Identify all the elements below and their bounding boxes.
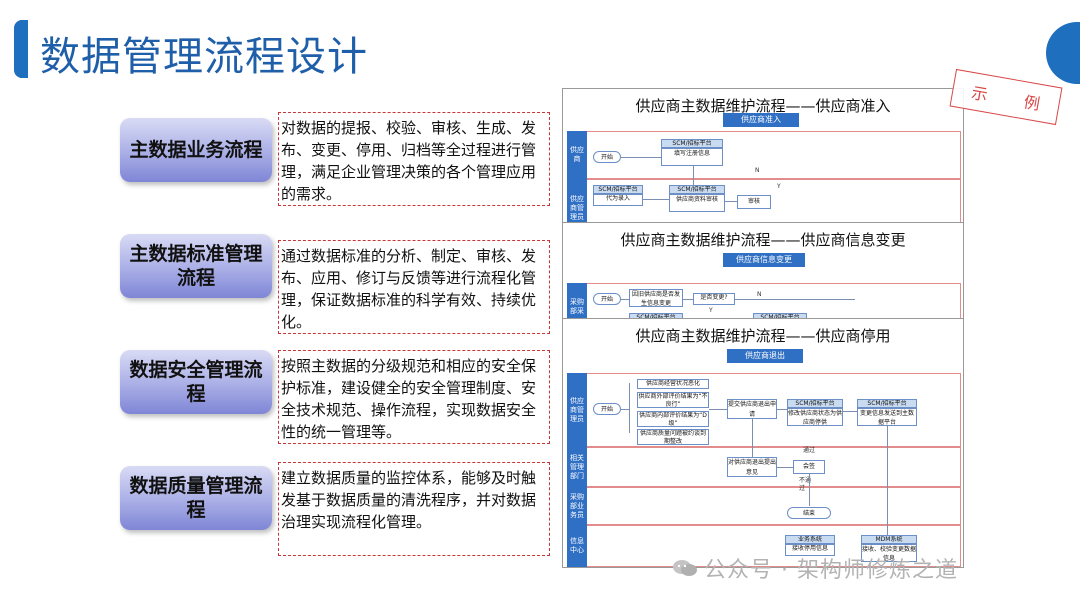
connector: [843, 411, 857, 412]
process-label-standard: 主数据标准管理流程: [120, 234, 272, 298]
reason-node: 供应商经营状况恶化: [637, 379, 709, 389]
flow-node: 填写注册信息: [661, 148, 723, 166]
system-tag: SCM/招标平台: [593, 185, 643, 194]
flow-node: 修改供应商状态为供应商停供: [787, 408, 843, 426]
lane-label: 供应商: [567, 131, 587, 179]
connector: [809, 474, 810, 506]
system-tag: SCM/招标平台: [857, 399, 917, 408]
start-node: 开始: [593, 151, 621, 163]
connector: [777, 467, 793, 468]
flowchart-supplier-change: 供应商主数据维护流程——供应商信息变更 供应商信息变更 采购部采 开始 因旧供应…: [562, 222, 964, 332]
swimlane: [567, 131, 961, 179]
flowchart-supplier-deactivation: 供应商主数据维护流程——供应商停用 供应商退出 供应商管理员 相关管理部门 采购…: [562, 318, 964, 568]
process-desc-security: 按照主数据的分级规范和相应的安全保护标准，建设健全的安全管理制度、安全技术规范、…: [278, 350, 550, 444]
connector: [735, 299, 855, 300]
connector: [693, 166, 694, 185]
decision-node: 审核: [737, 195, 771, 209]
watermark: 公众号 · 架构师修炼之道: [672, 552, 958, 584]
panel-title: 供应商主数据维护流程——供应商准入: [635, 97, 891, 115]
page-title: 数据管理流程设计: [40, 34, 368, 80]
system-tag: SCM/招标平台: [787, 399, 843, 408]
start-node: 开始: [593, 403, 621, 415]
system-tag: SCM/招标平台: [661, 139, 723, 148]
decision-node: 是否变更?: [693, 293, 735, 305]
connector: [643, 199, 669, 200]
connector: [709, 409, 727, 410]
reason-node: 供应商质量问题被约谈到期整改: [637, 429, 709, 445]
system-tag: MDM系统: [861, 535, 917, 544]
flow-node: 对供应商退出提出意见: [727, 457, 777, 477]
flow-node: 接收停用信息: [785, 544, 835, 556]
branch-label: Y: [777, 183, 781, 190]
title-accent-bar: [14, 20, 28, 78]
lane-label: 相关管理部门: [567, 447, 587, 487]
wechat-icon: [673, 560, 697, 576]
system-tag: 业务系统: [785, 535, 835, 544]
section-tag: 供应商退出: [727, 349, 803, 363]
connector: [752, 419, 753, 457]
flow-node: 因旧供应商是否发生信息变更: [629, 289, 683, 307]
connector: [725, 201, 737, 202]
panel-title: 供应商主数据维护流程——供应商信息变更: [620, 231, 906, 249]
connector: [777, 409, 787, 410]
connector: [621, 409, 629, 410]
branch-label: N: [757, 291, 762, 298]
flow-node: 接收、校验变更数据信息: [861, 544, 917, 562]
decision-node: 会签: [793, 460, 825, 474]
branch-label: Y: [709, 307, 713, 314]
corner-decoration: [1046, 22, 1080, 84]
section-tag: 供应商信息变更: [723, 253, 805, 267]
panel-title: 供应商主数据维护流程——供应商停用: [635, 327, 891, 345]
stamp-char: 例: [1022, 92, 1042, 114]
process-label-business: 主数据业务流程: [120, 118, 272, 182]
example-stamp: 示 例: [949, 68, 1063, 126]
swimlane: [567, 487, 961, 525]
flow-node: 代为录入: [593, 194, 643, 206]
lane-label: 信息中心: [567, 525, 587, 567]
reason-node: 供应商外部评价结果为“不良行”: [637, 392, 709, 408]
reason-node: 供应商内部评价结果为“D级”: [637, 411, 709, 427]
process-desc-business: 对数据的提报、校验、审核、生成、发布、变更、停用、归档等全过程进行管理，满足企业…: [278, 112, 550, 206]
flowchart-supplier-admission: 供应商主数据维护流程——供应商准入 供应商准入 供应商 供应商管理员 开始 SC…: [562, 88, 964, 238]
connector: [629, 383, 630, 433]
system-tag: SCM/招标平台: [669, 185, 725, 194]
process-label-security: 数据安全管理流程: [120, 350, 272, 414]
connector: [621, 157, 661, 158]
watermark-text: 公众号 · 架构师修炼之道: [704, 558, 958, 583]
end-node: 结束: [787, 507, 831, 519]
section-tag: 供应商准入: [723, 113, 799, 127]
flow-node: 变更信息发送到主数据平台: [857, 408, 917, 426]
connector: [887, 426, 888, 535]
connector: [621, 299, 629, 300]
branch-label: N: [755, 167, 760, 174]
connector: [683, 299, 693, 300]
start-node: 开始: [593, 293, 621, 305]
lane-label: 供应商管理员: [567, 373, 587, 447]
process-label-quality: 数据质量管理流程: [120, 466, 272, 530]
process-desc-standard: 通过数据标准的分析、制定、审核、发布、应用、修订与反馈等进行流程化管理，保证数据…: [278, 240, 550, 334]
branch-label: 不通过: [799, 477, 812, 492]
flow-node: 供应商资料审核: [669, 194, 725, 212]
flow-node: 提交供应商退出申请: [727, 399, 777, 419]
stamp-char: 示: [970, 83, 990, 105]
process-desc-quality: 建立数据质量的监控体系，能够及时触发基于数据质量的清洗程序，并对数据治理实现流程…: [278, 462, 550, 556]
branch-label: 通过: [803, 447, 816, 454]
lane-label: 采购部业务员: [567, 487, 587, 525]
